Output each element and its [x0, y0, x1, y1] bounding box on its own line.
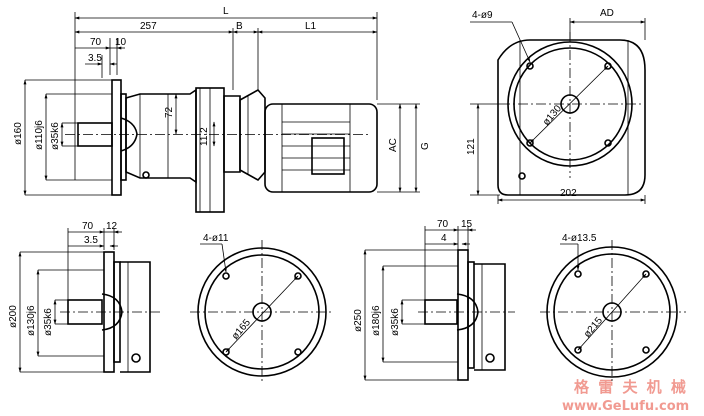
dim-AD: AD [600, 8, 614, 19]
dim-B: B [236, 21, 243, 32]
dim-phi215: ø215 [582, 315, 605, 340]
dim-70-c: 70 [437, 219, 449, 230]
dim-phi165: ø165 [230, 317, 253, 342]
face-215-view: ø215 4-ø13.5 [540, 233, 686, 384]
dim-phi35k6-b: ø35k6 [43, 308, 54, 336]
end-view: ø130 4-ø9 AD 121 202 [466, 8, 646, 204]
flange-250-view: 70 15 4 ø250 ø180j6 ø35k6 [353, 219, 515, 381]
dim-G: G [420, 142, 431, 150]
watermark: 格 雷 夫 机 械 www.GeLufu.com [562, 378, 689, 414]
dim-L: L [223, 6, 229, 17]
main-side-view: L 257 B L1 70 10 3.5 ø160 ø110j6 ø35k6 7… [13, 6, 431, 213]
dim-3-5: 3.5 [88, 53, 102, 64]
dim-phi200: ø200 [8, 305, 19, 328]
watermark-url: www.GeLufu.com [562, 399, 689, 414]
flange-200-view: 70 12 3.5 ø200 ø130j6 ø35k6 [8, 221, 160, 373]
dim-15: 15 [461, 219, 473, 230]
dim-10: 10 [115, 37, 127, 48]
dim-L1: L1 [305, 21, 317, 32]
watermark-cn: 格 雷 夫 机 械 [574, 378, 688, 396]
dim-121: 121 [466, 138, 477, 155]
dim-11-2: 11.2 [199, 127, 210, 146]
dim-phi180j6: ø180j6 [371, 305, 382, 336]
dim-70-b: 70 [82, 221, 94, 232]
dim-257: 257 [140, 21, 157, 32]
dim-70: 70 [90, 37, 102, 48]
dim-202: 202 [560, 188, 577, 199]
dim-72: 72 [164, 106, 175, 118]
dim-12: 12 [106, 221, 118, 232]
dim-phi110j6: ø110j6 [34, 120, 45, 150]
dim-4-phi13-5: 4-ø13.5 [562, 233, 597, 244]
face-165-view: ø165 4-ø11 [190, 233, 334, 384]
dim-AC: AC [388, 138, 399, 152]
dim-3-5-b: 3.5 [84, 235, 98, 246]
dim-phi250: ø250 [353, 309, 364, 332]
dim-4-phi9: 4-ø9 [472, 10, 493, 21]
dim-phi160: ø160 [13, 122, 24, 145]
dim-4-phi11: 4-ø11 [203, 233, 229, 244]
dim-phi35k6: ø35k6 [50, 122, 61, 150]
dim-phi130j6: ø130j6 [26, 305, 37, 336]
dim-phi35k6-c: ø35k6 [390, 308, 401, 336]
dim-4: 4 [441, 233, 447, 244]
